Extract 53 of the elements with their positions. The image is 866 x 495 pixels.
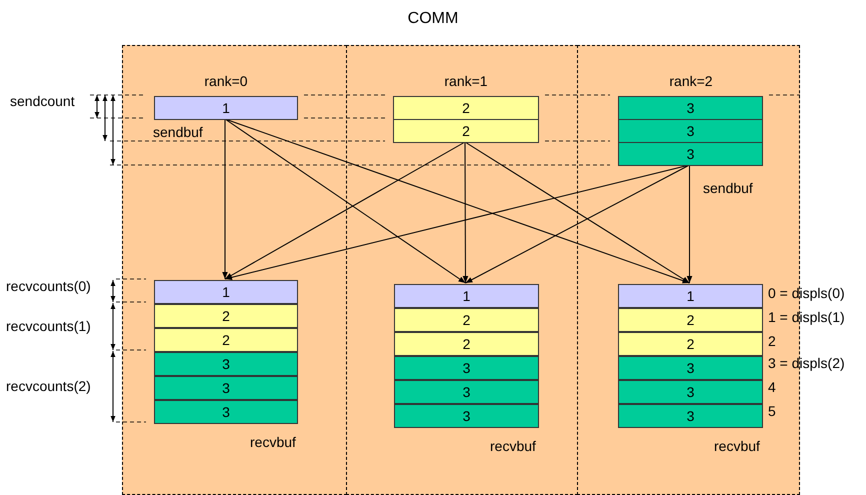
arrow — [224, 118, 690, 284]
offset-label: 4 — [768, 379, 776, 395]
dimension-label: recvcounts(2) — [6, 378, 91, 394]
buffer-cell: 3 — [394, 356, 539, 380]
buffer-cell: 3 — [154, 376, 298, 400]
arrow — [222, 118, 228, 280]
buffer-cell: 2 — [618, 332, 763, 356]
buffer-cell: 2 — [393, 119, 539, 143]
offset-label: 5 — [768, 403, 776, 419]
column-heading: rank=0 — [204, 73, 248, 89]
buffer-cell: 2 — [393, 96, 539, 120]
offset-label: 0 = displs(0) — [768, 285, 845, 301]
column-heading: rank=2 — [669, 73, 713, 89]
buffer-cell: 3 — [394, 404, 539, 428]
column-heading: rank=1 — [444, 73, 488, 89]
rank-column — [346, 45, 578, 495]
diagram-title: COMM — [406, 10, 460, 28]
buffer-cell: 3 — [394, 380, 539, 404]
buffer-cell: 3 — [154, 400, 298, 424]
buffer-cell: 1 — [618, 284, 763, 308]
dimension-label: sendcount — [10, 93, 75, 109]
buffer-cell: 3 — [618, 404, 763, 428]
dimension-label: recvcounts(0) — [6, 278, 91, 294]
buffer-label: sendbuf — [153, 124, 203, 140]
dimension-label: recvcounts(1) — [6, 318, 91, 334]
buffer-cell: 2 — [394, 332, 539, 356]
offset-label: 3 = displs(2) — [768, 355, 845, 371]
buffer-cell: 1 — [154, 96, 298, 120]
arrow — [462, 142, 468, 284]
buffer-cell: 3 — [618, 119, 763, 143]
buffer-cell: 3 — [618, 356, 763, 380]
offset-label: 1 = displs(1) — [768, 309, 845, 325]
buffer-cell: 1 — [394, 284, 539, 308]
arrow — [464, 142, 690, 284]
buffer-label: recvbuf — [250, 434, 296, 450]
buffer-cell: 3 — [154, 352, 298, 376]
offset-label: 2 — [768, 333, 776, 349]
buffer-cell: 3 — [618, 142, 763, 166]
buffer-cell: 2 — [394, 308, 539, 332]
buffer-cell: 2 — [154, 304, 298, 328]
rank-column — [122, 45, 347, 495]
buffer-cell: 3 — [618, 380, 763, 404]
buffer-label: recvbuf — [714, 438, 760, 454]
buffer-cell: 3 — [618, 96, 763, 120]
arrow — [224, 142, 466, 280]
buffer-cell: 1 — [154, 280, 298, 304]
buffer-cell: 2 — [618, 308, 763, 332]
buffer-cell: 2 — [154, 328, 298, 352]
arrow — [224, 118, 466, 284]
buffer-label: sendbuf — [703, 180, 753, 196]
arrow — [465, 164, 690, 284]
buffer-label: recvbuf — [490, 438, 536, 454]
arrow — [686, 164, 692, 284]
